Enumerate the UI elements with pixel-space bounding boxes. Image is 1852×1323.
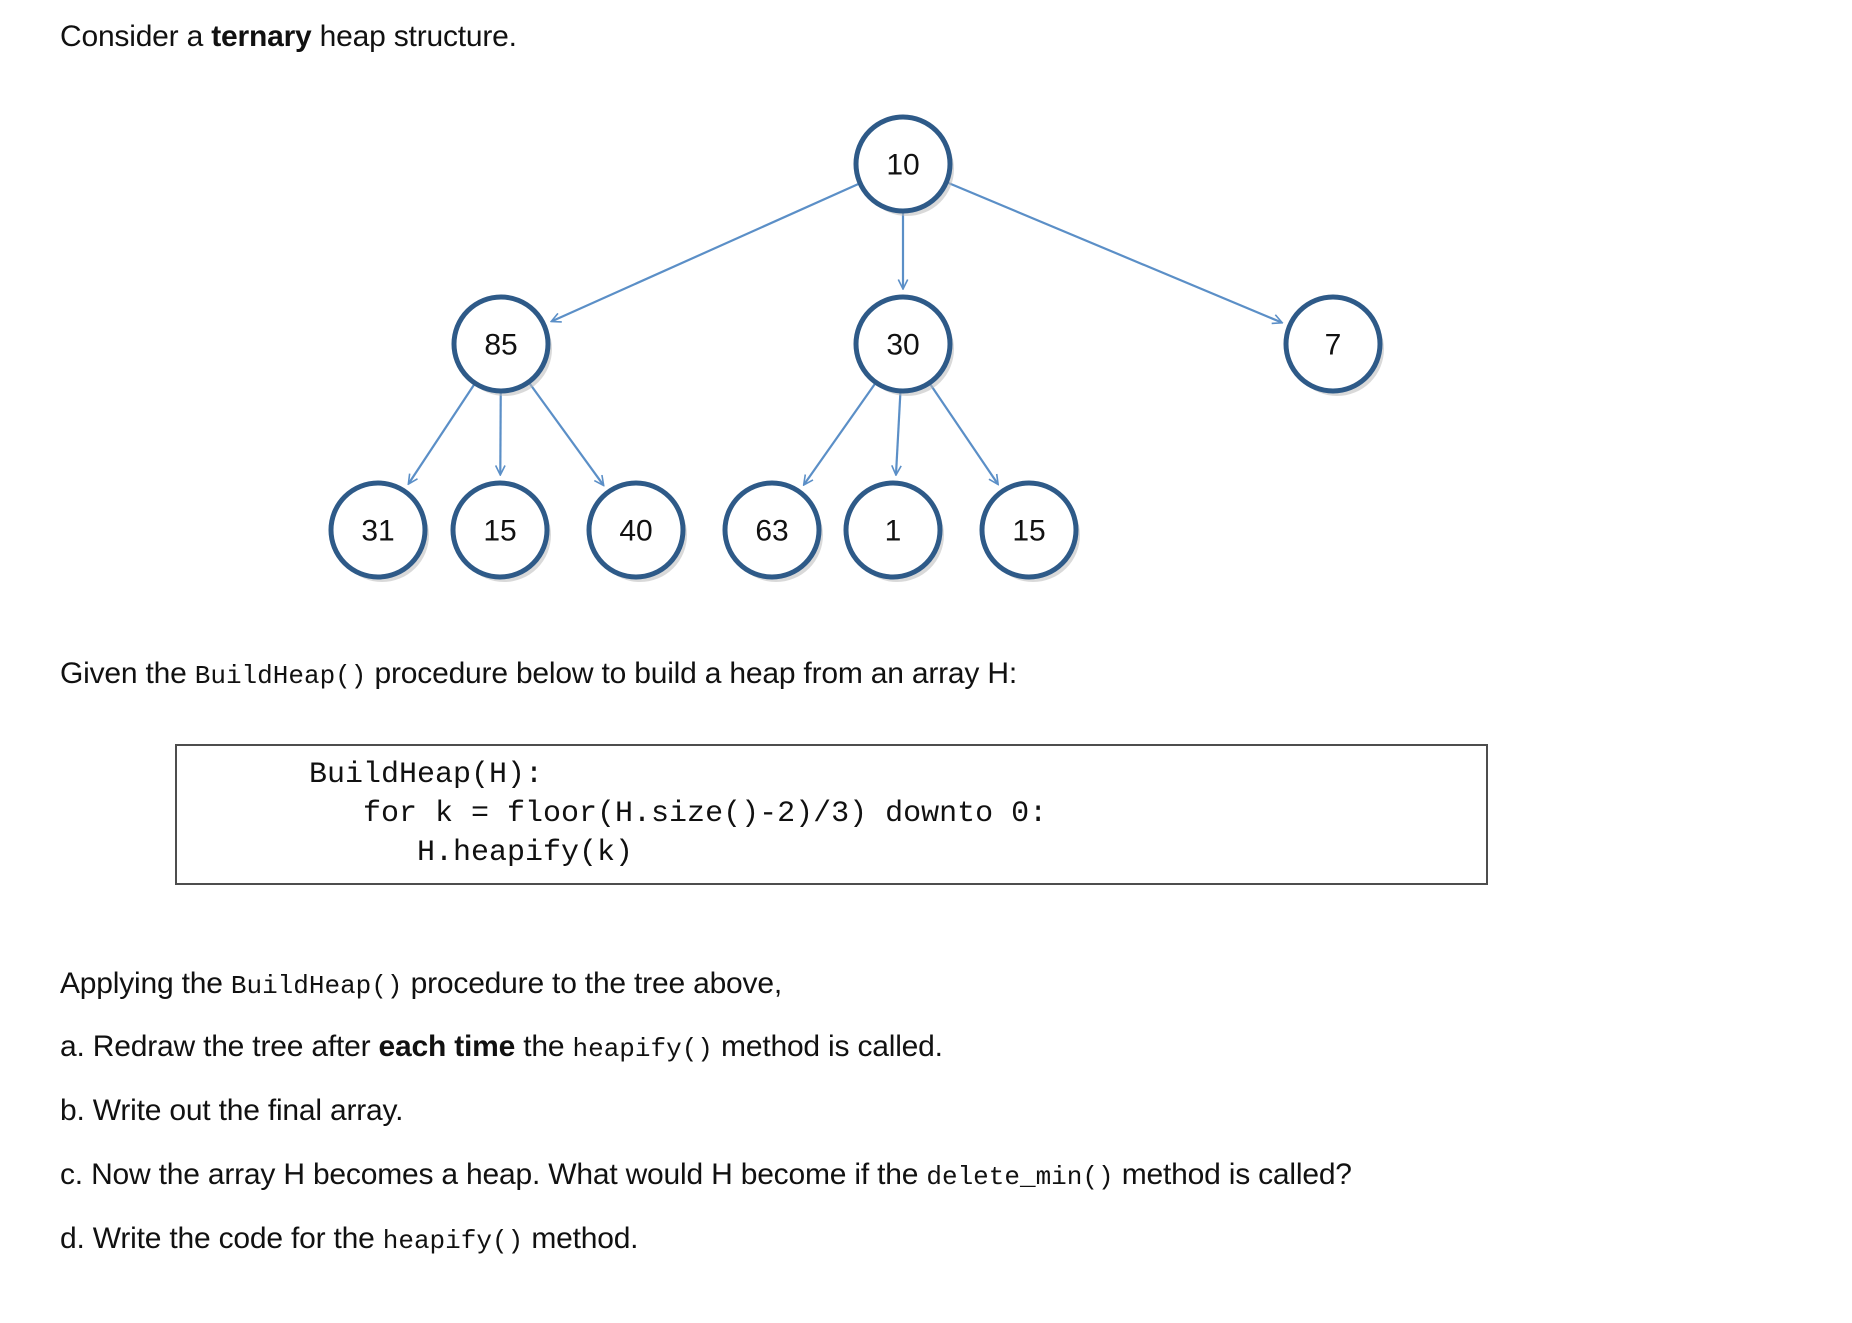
- tree-node-circle: [853, 114, 953, 214]
- ternary-heap-tree: 10 85 30 7 31 15 40 63 1 15: [0, 80, 1852, 620]
- question-d-code: heapify(): [382, 1226, 524, 1256]
- tree-node: 31: [328, 480, 429, 582]
- tree-edge: [896, 391, 900, 474]
- tree-node-label: 10: [886, 149, 919, 182]
- question-a-bold: each time: [378, 1030, 516, 1063]
- tree-node: 1: [843, 480, 944, 582]
- tree-node-circle: [1283, 294, 1383, 394]
- tree-edge: [946, 181, 1281, 323]
- tree-node-circle: [450, 480, 550, 580]
- tree-node-circle: [451, 294, 551, 394]
- question-c-label: c. Now the array H becomes a heap. What …: [60, 1158, 927, 1191]
- tree-node-circle: [328, 480, 428, 580]
- tree-node-circle: [722, 480, 822, 580]
- given-pre: Given the: [60, 657, 195, 690]
- tree-node-label: 85: [484, 329, 517, 362]
- tree-edge: [804, 382, 877, 484]
- tree-node: 40: [586, 480, 687, 582]
- tree-node-label: 30: [886, 329, 919, 362]
- question-d: d. Write the code for the heapify() meth…: [60, 1220, 639, 1258]
- question-a-code: heapify(): [572, 1034, 713, 1064]
- tree-node: 85: [451, 294, 552, 396]
- tree-node: 7: [1283, 294, 1384, 396]
- tree-node-label: 63: [755, 515, 788, 548]
- question-d-post: method.: [523, 1222, 639, 1255]
- tree-edge: [528, 382, 603, 485]
- tree-node-circle: [586, 480, 686, 580]
- question-b-label: b. Write out the final array.: [60, 1094, 404, 1127]
- apply-sentence: Applying the BuildHeap() procedure to th…: [60, 965, 782, 1003]
- tree-node-circle: [979, 480, 1079, 580]
- code-block-text: BuildHeap(H): for k = floor(H.size()-2)/…: [309, 758, 1048, 870]
- intro-bold: ternary: [211, 20, 312, 53]
- tree-node: 30: [853, 294, 954, 396]
- tree-node-label: 7: [1325, 329, 1342, 362]
- question-a-mid: the: [515, 1030, 573, 1063]
- code-block-box: BuildHeap(H): for k = floor(H.size()-2)/…: [175, 744, 1488, 885]
- intro-post: heap structure.: [311, 20, 517, 53]
- tree-node-label: 15: [1012, 515, 1045, 548]
- tree-node: 15: [979, 480, 1080, 582]
- tree-node-label: 1: [885, 515, 902, 548]
- tree-node-label: 40: [619, 515, 652, 548]
- tree-node: 63: [722, 480, 823, 582]
- question-c: c. Now the array H becomes a heap. What …: [60, 1156, 1352, 1194]
- apply-code: BuildHeap(): [230, 971, 403, 1001]
- tree-node-circle: [843, 480, 943, 580]
- question-b: b. Write out the final array.: [60, 1092, 403, 1130]
- question-a: a. Redraw the tree after each time the h…: [60, 1028, 943, 1066]
- tree-node-label: 15: [483, 515, 516, 548]
- tree-svg: 10 85 30 7 31 15 40 63 1 15: [328, 114, 1384, 582]
- intro-pre: Consider a: [60, 20, 212, 53]
- question-d-label: d. Write the code for the: [60, 1222, 383, 1255]
- tree-node-circle: [853, 294, 953, 394]
- given-code: BuildHeap(): [194, 661, 367, 691]
- apply-pre: Applying the: [60, 967, 231, 1000]
- tree-node: 10: [853, 114, 954, 216]
- given-post: procedure below to build a heap from an …: [366, 657, 1018, 690]
- given-sentence: Given the BuildHeap() procedure below to…: [60, 655, 1017, 693]
- question-c-post: method is called?: [1113, 1158, 1352, 1191]
- tree-node: 15: [450, 480, 551, 582]
- tree-edge: [552, 182, 860, 321]
- question-c-code: delete_min(): [926, 1162, 1114, 1192]
- question-a-label: a. Redraw the tree after: [60, 1030, 379, 1063]
- intro-sentence: Consider a ternary heap structure.: [60, 18, 517, 56]
- tree-edge: [409, 383, 476, 483]
- tree-edges: [409, 181, 1281, 485]
- tree-node-label: 31: [361, 515, 394, 548]
- question-a-post: method is called.: [712, 1030, 943, 1063]
- tree-edge: [929, 383, 998, 484]
- apply-post: procedure to the tree above,: [402, 967, 783, 1000]
- tree-nodes: 10 85 30 7 31 15 40 63 1 15: [328, 114, 1384, 582]
